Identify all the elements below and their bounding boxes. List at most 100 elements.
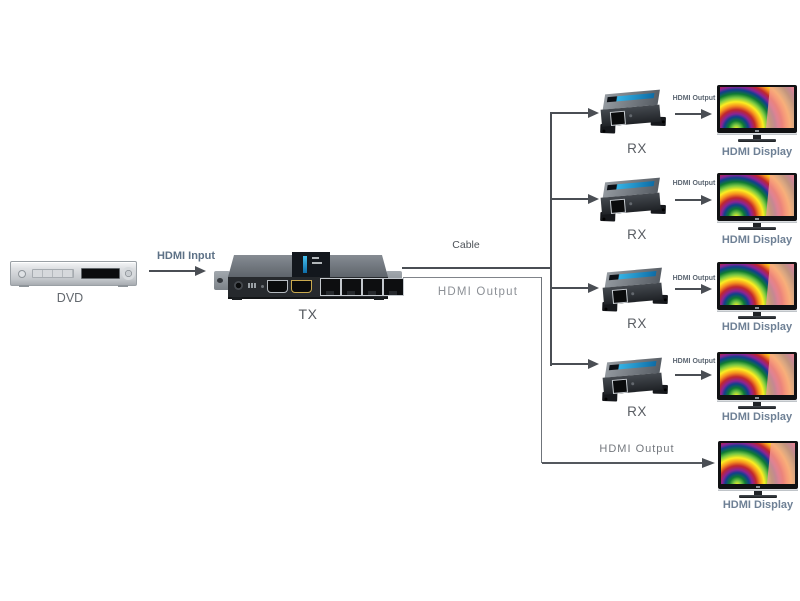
rx-output-arrow-1 <box>675 109 712 119</box>
tx-foot <box>374 297 384 300</box>
dvd-foot <box>19 285 29 287</box>
panel-print <box>248 283 257 288</box>
hdmi-output-label-mid: HDMI Output <box>437 286 519 298</box>
rj45-port <box>609 110 626 126</box>
hdmi-input-label: HDMI Input <box>156 250 216 262</box>
power-jack <box>234 281 243 290</box>
status-led <box>631 292 635 296</box>
rj45-port <box>341 278 362 296</box>
status-led <box>629 114 633 118</box>
monitor-frame <box>717 352 797 400</box>
arrowhead-icon <box>588 359 599 369</box>
rj45-port <box>383 278 404 296</box>
status-led <box>261 285 264 288</box>
rx-label-3: RX <box>627 316 647 331</box>
status-led <box>629 202 633 206</box>
tx-mounting-ear <box>214 271 230 290</box>
dvd-player-body <box>10 261 137 287</box>
tx-device <box>214 252 404 302</box>
rx-output-label-1: HDMI Output <box>672 95 716 102</box>
rx-blue-stripe <box>608 361 657 371</box>
monitor-stand-base <box>738 227 776 230</box>
dvd-foot <box>118 285 128 287</box>
hdmi-display-label-3: HDMI Display <box>721 321 793 333</box>
hdmi-port <box>267 280 288 293</box>
monitor-frame <box>717 85 797 133</box>
dvd-display-window <box>81 268 120 279</box>
monitor-lip <box>717 310 797 312</box>
monitor-stand-neck <box>753 402 761 406</box>
rx-blue-stripe <box>608 271 657 281</box>
rx-label-2: RX <box>627 227 647 242</box>
arrow-shaft <box>550 287 588 289</box>
hdmi-display-monitor-2 <box>717 173 797 235</box>
arrowhead-icon <box>701 370 712 380</box>
hdmi-display-monitor-5 <box>718 441 798 503</box>
monitor-frame <box>718 441 798 489</box>
monitor-stand-neck <box>753 223 761 227</box>
monitor-logo <box>755 397 759 399</box>
rx-device-2 <box>599 176 667 226</box>
branch-arrow-4 <box>550 359 599 369</box>
arrowhead-icon <box>701 284 712 294</box>
rx-output-arrow-2 <box>675 195 712 205</box>
hdmi-display-label-4: HDMI Display <box>721 411 793 423</box>
hdmi-output-label-bottom: HDMI Output <box>599 443 675 455</box>
hdmi-display-label-1: HDMI Display <box>721 146 793 158</box>
rj45-port <box>320 278 341 296</box>
arrowhead-icon <box>195 266 206 276</box>
monitor-stand-neck <box>753 135 761 139</box>
tx-front-panel <box>228 277 404 299</box>
rx-label-4: RX <box>627 404 647 419</box>
hdmi-display-monitor-3 <box>717 262 797 324</box>
rx-blue-stripe <box>606 93 655 103</box>
monitor-stand-base <box>739 495 777 498</box>
hdmi-display-monitor-1 <box>717 85 797 147</box>
monitor-stand-base <box>738 316 776 319</box>
monitor-stand-base <box>738 139 776 142</box>
rx-device-body <box>597 173 669 229</box>
cable-line <box>402 267 552 269</box>
output-line-vertical <box>541 277 542 463</box>
monitor-frame <box>717 173 797 221</box>
tx-print <box>312 257 319 259</box>
rx-output-arrow-4 <box>675 370 712 380</box>
monitor-logo <box>756 486 760 488</box>
rj45-port <box>611 378 628 394</box>
arrow-shaft <box>550 198 588 200</box>
tx-label-patch <box>292 252 330 278</box>
rx-output-label-4: HDMI Output <box>672 358 716 365</box>
cable-label: Cable <box>452 239 480 251</box>
rx-device-body <box>599 353 671 409</box>
dvd-button-strip <box>32 269 74 278</box>
monitor-pink-overlay <box>766 354 794 395</box>
monitor-lip <box>718 489 798 491</box>
monitor-logo <box>755 307 759 309</box>
dvd-power-button <box>18 270 26 278</box>
screw-hole <box>217 278 223 283</box>
rj45-port <box>611 288 628 304</box>
rx-device-body <box>597 85 669 141</box>
arrow-shaft <box>675 113 701 115</box>
monitor-pink-overlay <box>767 443 795 484</box>
hdmi-display-label-2: HDMI Display <box>721 234 793 246</box>
rx-device-1 <box>599 88 667 138</box>
hdmi-port <box>291 280 312 293</box>
hdmi-input-arrow <box>149 266 206 276</box>
arrowhead-icon <box>588 108 599 118</box>
arrowhead-icon <box>702 458 715 468</box>
arrow-shaft <box>675 374 701 376</box>
rx-device-4 <box>601 356 669 406</box>
hdmi-display-label-5: HDMI Display <box>722 499 794 511</box>
monitor-lip <box>717 400 797 402</box>
rx-output-label-3: HDMI Output <box>672 275 716 282</box>
status-led <box>631 382 635 386</box>
rx-output-arrow-3 <box>675 284 712 294</box>
monitor-lip <box>717 133 797 135</box>
monitor-frame <box>717 262 797 310</box>
arrowhead-icon <box>701 109 712 119</box>
dvd-player <box>10 261 137 287</box>
tx-foot <box>232 297 242 300</box>
monitor-logo <box>755 130 759 132</box>
direct-output-arrow <box>542 458 715 468</box>
